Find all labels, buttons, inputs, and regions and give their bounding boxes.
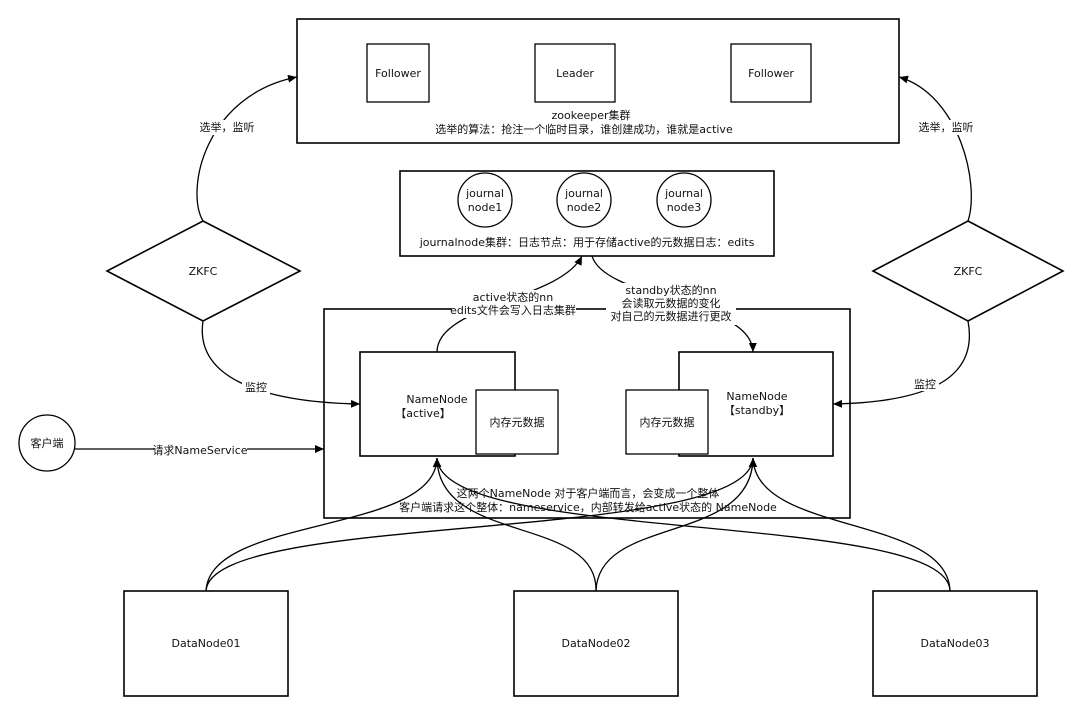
zkfc-left-label: ZKFC <box>189 265 218 278</box>
journalnode3 <box>656 172 712 228</box>
journalnode3-label-line2: node3 <box>667 201 701 214</box>
client-request-label-bg <box>155 444 247 456</box>
zookeeper-caption-title: zookeeper集群 <box>551 108 630 122</box>
datanode02: DataNode02 <box>513 590 679 697</box>
namenode-active-state: 【active】 <box>395 407 450 420</box>
datanode-edges <box>205 457 951 592</box>
zookeeper-caption-algorithm: 选举的算法：抢注一个临时目录，谁创建成功，谁就是active <box>435 122 733 136</box>
datanode02-label: DataNode02 <box>562 637 631 650</box>
datanode01-label: DataNode01 <box>172 637 241 650</box>
dn2-to-active-edge <box>433 457 597 592</box>
active-note-line1: active状态的nn <box>473 290 553 304</box>
journalnode-cluster: journal node1 journal node2 journal node… <box>399 170 775 257</box>
zkfc-left-elect-label-bg <box>196 120 258 135</box>
namenode-standby-memory-label: 内存元数据 <box>640 415 695 429</box>
dn3-to-active-edge <box>433 457 951 592</box>
zkfc-right-monitor-label: 监控 <box>914 377 936 391</box>
dn3-to-standby-edge <box>749 457 951 592</box>
journalnode2-label-line1: journal <box>564 187 603 200</box>
zookeeper-follower-left <box>366 43 430 103</box>
namenode-active-memory-box <box>475 389 559 455</box>
zookeeper-leader-label: Leader <box>556 67 594 80</box>
zkfc-left: ZKFC <box>105 220 302 322</box>
dn1-to-active-edge <box>205 457 441 592</box>
zkfc-right-elect-label: 选举，监听 <box>919 120 974 134</box>
client-circle <box>18 414 76 472</box>
namenode-active-title: NameNode <box>406 393 467 406</box>
namenode-active-memory-label: 内存元数据 <box>490 415 545 429</box>
dn1-to-standby-edge <box>205 457 757 592</box>
journalnode-caption: journalnode集群：日志节点：用于存储active的元数据日志：edit… <box>419 235 755 249</box>
zkfc-right-label: ZKFC <box>954 265 983 278</box>
nameservice-note-line1: 这两个NameNode 对于客户端而言，会变成一个整体 <box>457 486 720 500</box>
zkfc-left-monitor-label-bg <box>242 380 270 394</box>
zookeeper-follower-right <box>730 43 812 103</box>
zkfc-right-monitor-label-bg <box>911 377 939 391</box>
standby-note-line1: standby状态的nn <box>625 283 716 297</box>
journalnode3-label-line1: journal <box>664 187 703 200</box>
zkfc-left-elect-label: 选举，监听 <box>200 120 255 134</box>
active-note-line2: edits文件会写入日志集群 <box>450 303 576 317</box>
zookeeper-follower-left-label: Follower <box>375 67 421 80</box>
namenode-standby-memory-box <box>625 389 709 455</box>
journalnode1-label-line1: journal <box>465 187 504 200</box>
journalnode1 <box>457 172 513 228</box>
zkfc-right: ZKFC <box>871 220 1065 322</box>
zookeeper-follower-right-label: Follower <box>748 67 794 80</box>
zookeeper-cluster: Follower Leader Follower zookeeper集群 选举的… <box>296 18 900 144</box>
datanode01: DataNode01 <box>123 590 289 697</box>
standby-note-bg <box>606 283 736 325</box>
standby-note-line3: 对自己的元数据进行更改 <box>611 309 732 323</box>
zkfc-left-to-zookeeper-edge <box>196 74 298 222</box>
namenode-standby-state: 【standby】 <box>724 404 790 417</box>
datanode01-box <box>123 590 289 697</box>
zookeeper-leader <box>534 43 616 103</box>
namenode-standby: 内存元数据 NameNode 【standby】 <box>625 351 834 457</box>
dn2-to-standby-edge <box>595 457 757 592</box>
standby-note-line2: 会读取元数据的变化 <box>622 296 721 310</box>
client-label: 客户端 <box>31 436 64 450</box>
datanode03: DataNode03 <box>872 590 1038 697</box>
active-note-bg <box>452 290 576 318</box>
journalnode2-label-line2: node2 <box>567 201 601 214</box>
journalnode1-label-line2: node1 <box>468 201 502 214</box>
datanode02-box <box>513 590 679 697</box>
zkfc-right-to-zookeeper-edge <box>898 75 972 222</box>
namenode-standby-title: NameNode <box>726 390 787 403</box>
namenode-active: NameNode 【active】 内存元数据 <box>359 351 559 457</box>
nameservice-note-line2: 客户端请求这个整体：nameservice，内部转发给active状态的 Nam… <box>399 500 777 514</box>
zkfc-right-elect-label-bg <box>916 120 978 135</box>
client-request-label: 请求NameService <box>152 444 247 457</box>
datanode03-label: DataNode03 <box>921 637 990 650</box>
zkfc-right-monitor-edge <box>832 320 970 408</box>
datanode03-box <box>872 590 1038 697</box>
zkfc-left-monitor-label: 监控 <box>245 380 267 394</box>
zkfc-left-monitor-edge <box>201 320 361 408</box>
journalnode2 <box>556 172 612 228</box>
